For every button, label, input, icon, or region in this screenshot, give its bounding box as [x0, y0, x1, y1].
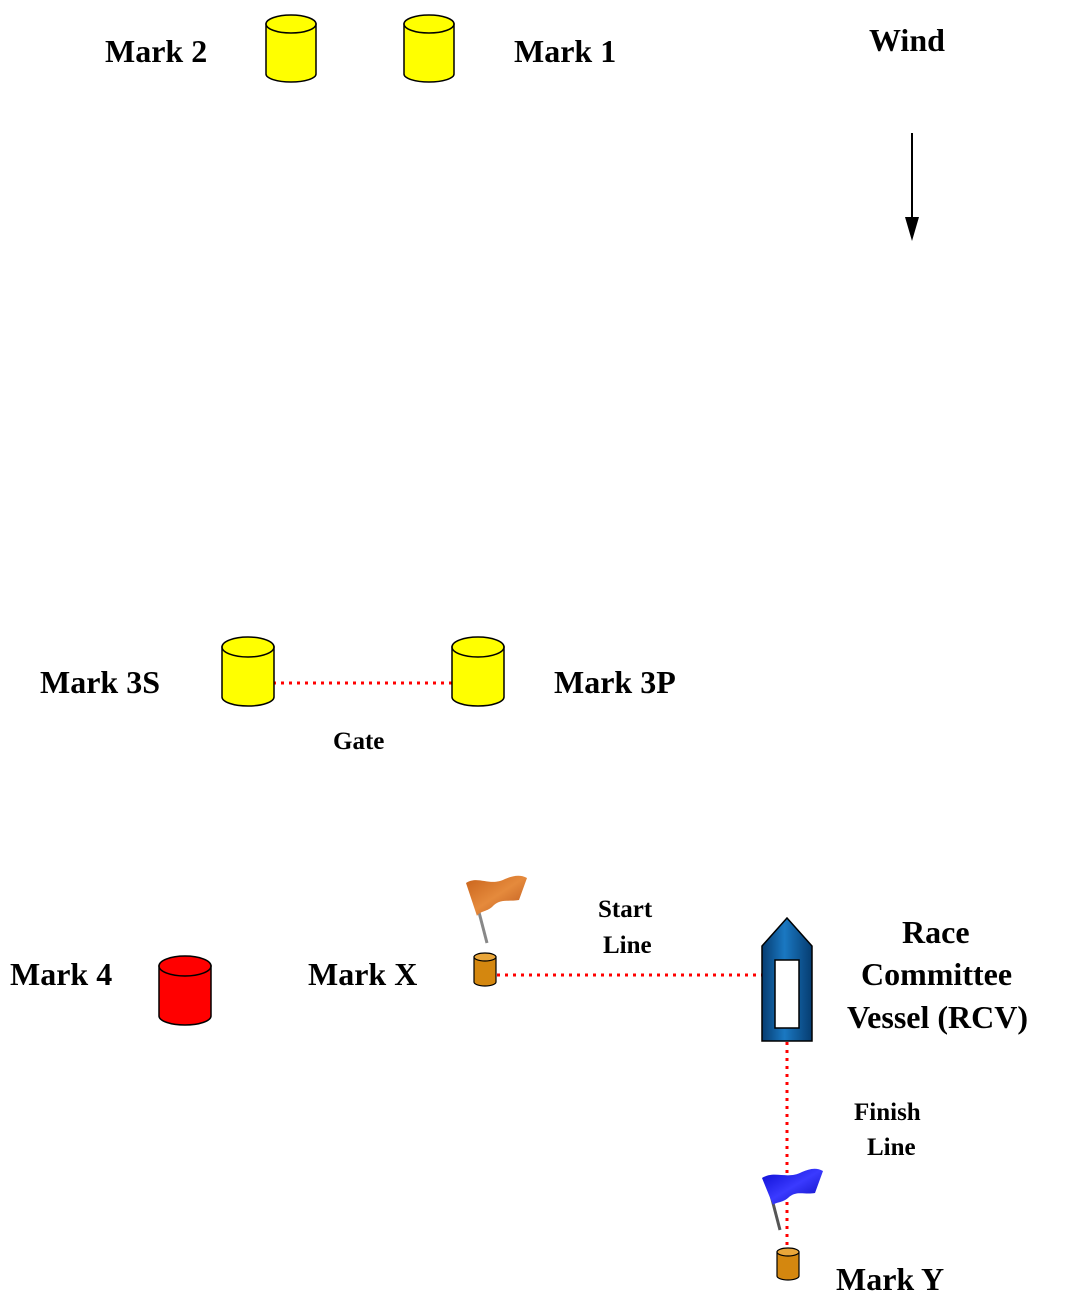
- finish-line-label-2: Line: [867, 1134, 916, 1161]
- mark-1-buoy: [403, 14, 455, 83]
- mark-1-label: Mark 1: [514, 33, 616, 69]
- start-line-label-1: Start: [598, 896, 653, 923]
- mark-y-label: Mark Y: [836, 1261, 944, 1293]
- race-committee-vessel-icon: [761, 916, 813, 1042]
- gate-label: Gate: [333, 728, 384, 755]
- mark-3p-buoy: [451, 636, 505, 707]
- vessel-label-3: Vessel (RCV): [847, 999, 1028, 1035]
- orange-flag-icon: [466, 875, 527, 944]
- wind-arrow-icon: [905, 133, 919, 241]
- blue-flag-icon: [762, 1168, 823, 1231]
- mark-3s-label: Mark 3S: [40, 664, 160, 700]
- vessel-label-2: Committee: [861, 956, 1012, 992]
- mark-2-buoy: [265, 14, 317, 83]
- mark-y-buoy: [776, 1247, 800, 1281]
- mark-4-label: Mark 4: [10, 956, 112, 992]
- finish-line-label-1: Finish: [854, 1099, 921, 1126]
- wind-label: Wind: [869, 22, 945, 58]
- mark-3p-label: Mark 3P: [554, 664, 676, 700]
- mark-4-buoy: [158, 955, 212, 1026]
- mark-x-buoy: [473, 952, 497, 987]
- vessel-label-1: Race: [902, 914, 970, 950]
- mark-3s-buoy: [221, 636, 275, 707]
- start-line-label-2: Line: [603, 932, 652, 959]
- mark-x-label: Mark X: [308, 956, 417, 992]
- mark-2-label: Mark 2: [105, 33, 207, 69]
